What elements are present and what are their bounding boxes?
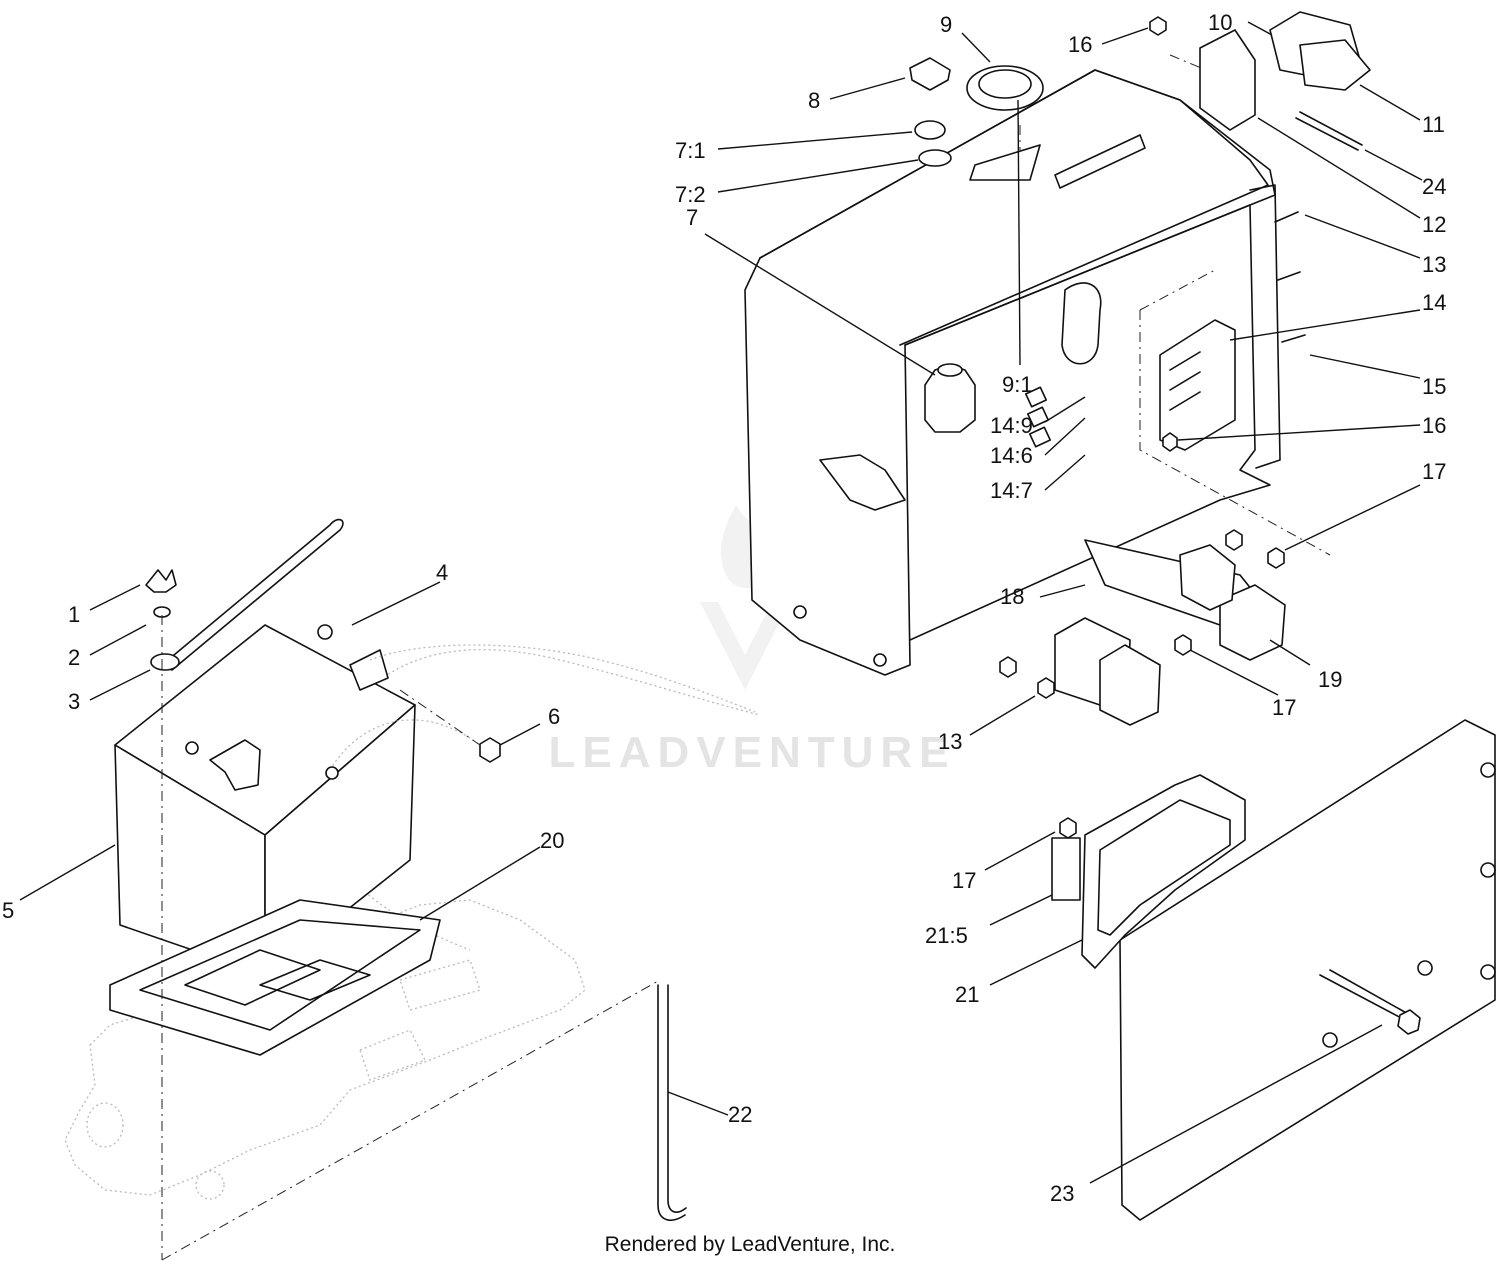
washer-7-2 [918, 149, 952, 167]
callout-17-a: 17 [1422, 459, 1446, 484]
callout-7-1: 7:1 [675, 138, 706, 163]
nut-16-top [1149, 16, 1167, 36]
callout-6: 6 [548, 704, 560, 729]
callout-5: 5 [2, 898, 14, 923]
relay-b [1099, 644, 1161, 726]
nut-7-1 [914, 120, 946, 140]
footer-credit: Rendered by LeadVenture, Inc. [605, 1233, 896, 1256]
hour-meter-9 [966, 65, 1044, 111]
fuse-14-7 [1028, 426, 1052, 448]
nut-16-lower [1162, 432, 1178, 452]
callout-15: 15 [1422, 374, 1446, 399]
callout-10: 10 [1208, 10, 1232, 35]
callout-13-upper: 13 [1422, 252, 1446, 277]
relay-c [1179, 544, 1236, 611]
callout-24: 24 [1422, 174, 1446, 199]
callout-18: 18 [1000, 584, 1024, 609]
callout-17-c: 17 [952, 868, 976, 893]
key-8 [909, 57, 951, 91]
relay-19 [1219, 584, 1286, 661]
callout-17-b: 17 [1272, 695, 1296, 720]
callout-16-lower: 16 [1422, 413, 1446, 438]
callout-13-lower: 13 [938, 729, 962, 754]
control-box-housing [744, 69, 1281, 676]
bolt-23 [1319, 969, 1411, 1021]
nut-17-d [1059, 817, 1077, 839]
watermark-text: LEADVENTURE [548, 728, 955, 777]
callout-labels: 9 16 10 8 7:1 7:2 11 24 12 7 13 14 15 9:… [2, 10, 1446, 1206]
battery-cable-ghost [369, 644, 756, 713]
callout-21: 21 [955, 982, 979, 1007]
switch-bracket-12 [1199, 29, 1256, 131]
callout-14: 14 [1422, 290, 1446, 315]
hold-down-rod [161, 518, 344, 671]
callout-14-6: 14:6 [990, 443, 1033, 468]
callout-14-7: 14:7 [990, 478, 1033, 503]
callout-8: 8 [808, 88, 820, 113]
callout-4: 4 [436, 560, 448, 585]
callout-7-2: 7:2 [675, 182, 706, 207]
controller-21 [1081, 774, 1246, 969]
screw-24 [1295, 111, 1363, 151]
bolt-13-upper [1274, 211, 1306, 343]
callout-11: 11 [1422, 112, 1445, 137]
fuse-block-14 [1159, 319, 1236, 451]
vent-tube [657, 984, 687, 1221]
battery-tray [109, 899, 441, 1056]
nut-17-b [1267, 547, 1285, 569]
nut-17-a [1225, 529, 1243, 551]
callout-22: 22 [728, 1102, 752, 1127]
callout-9: 9 [940, 12, 952, 37]
callout-14-9: 14:9 [990, 413, 1033, 438]
fuse-14-6 [1026, 406, 1050, 428]
callout-7: 7 [686, 205, 698, 230]
nut-17-c [1174, 634, 1192, 656]
battery [114, 624, 416, 976]
callout-12: 12 [1422, 212, 1446, 237]
callout-2: 2 [68, 645, 80, 670]
nut-6 [479, 737, 501, 763]
alignment-line-box [1139, 269, 1331, 556]
callout-20: 20 [540, 828, 564, 853]
callout-23: 23 [1050, 1181, 1074, 1206]
switch-cover-11 [1299, 39, 1371, 91]
panel-23 [1119, 719, 1496, 1221]
bolt-13-lower-b [1037, 677, 1055, 699]
callout-16-top: 16 [1068, 32, 1092, 57]
callout-21-5: 21:5 [925, 923, 968, 948]
callout-9-1: 9:1 [1002, 372, 1033, 397]
callout-1: 1 [68, 602, 80, 627]
callout-19: 19 [1318, 667, 1342, 692]
bolt-13-lower-a [999, 656, 1017, 678]
wing-nut [145, 569, 177, 593]
label-21-5 [1051, 837, 1081, 901]
washer-large [150, 653, 180, 671]
leader-lines [19, 21, 1423, 1184]
watermark-logo [700, 505, 790, 690]
fuse-14-9 [1024, 386, 1048, 408]
callout-3: 3 [68, 689, 80, 714]
